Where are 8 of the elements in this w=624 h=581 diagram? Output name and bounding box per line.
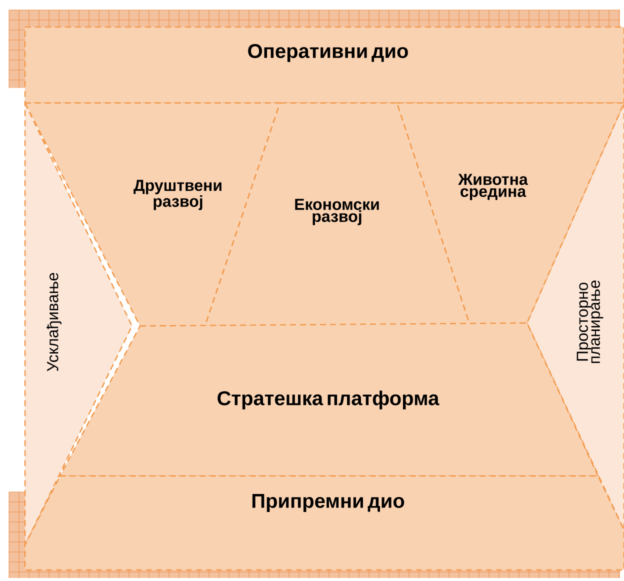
node-label: Стратешка платформа — [218, 390, 440, 410]
node-label: Економски развој — [295, 198, 379, 226]
node-label: Друштвени развој — [134, 180, 222, 210]
node-label: Припремни дио — [252, 494, 404, 512]
node-label: Животна средина — [458, 174, 528, 200]
node-label: Оперативни дио — [248, 44, 408, 62]
node-label: Усклађивање — [46, 272, 62, 372]
node-label: Просторно планирање — [576, 280, 604, 364]
